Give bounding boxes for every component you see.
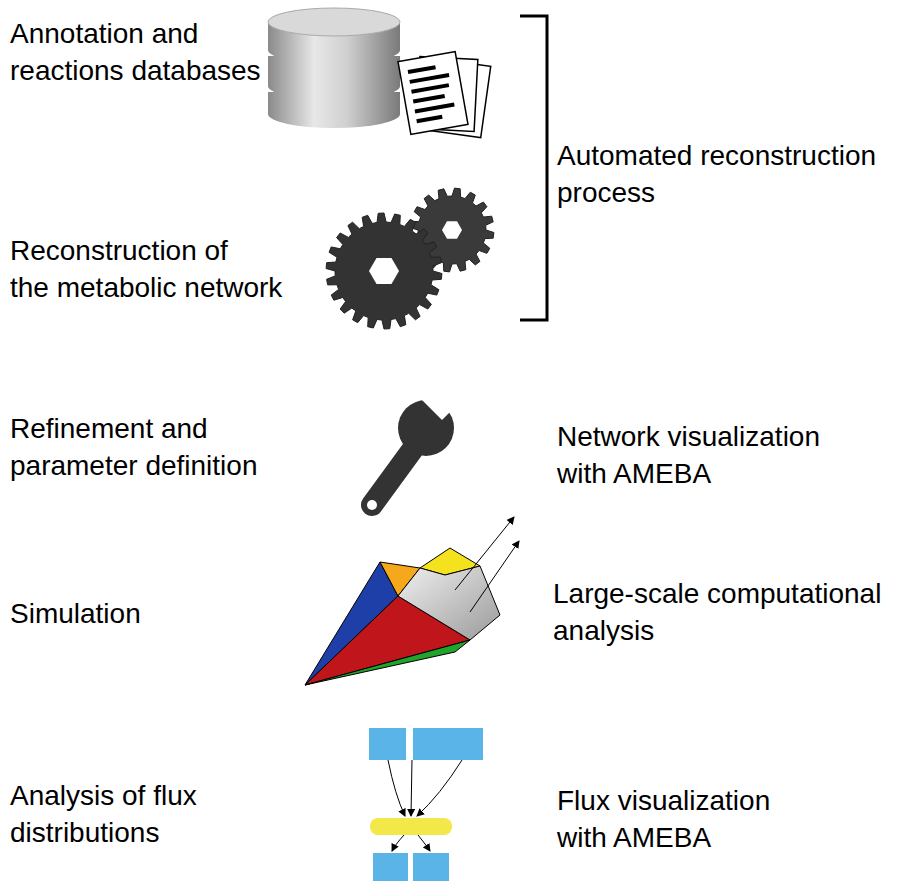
gear-part: [326, 213, 442, 329]
step-label: Large-scale computational analysis: [553, 575, 881, 649]
step-label: Flux visualization with AMEBA: [557, 782, 770, 856]
database-icon: [268, 8, 400, 128]
step-label: Simulation: [10, 595, 141, 632]
step-label: Refinement and parameter definition: [10, 410, 257, 484]
gears-icon: [326, 188, 494, 329]
step-label: Analysis of flux distributions: [10, 777, 197, 851]
step-label: Automated reconstruction process: [557, 137, 876, 211]
document-icon: [398, 52, 491, 138]
bracket: [520, 16, 547, 320]
flux-icon: [369, 728, 483, 881]
step-label: Reconstruction of the metabolic network: [10, 232, 282, 306]
wrench-icon: [367, 378, 462, 510]
step-label: Annotation and reactions databases: [10, 15, 261, 89]
step-label: Network visualization with AMEBA: [557, 418, 820, 492]
gear-part: [369, 258, 399, 284]
gear-part: [442, 221, 462, 238]
polytope-icon: [305, 517, 519, 685]
